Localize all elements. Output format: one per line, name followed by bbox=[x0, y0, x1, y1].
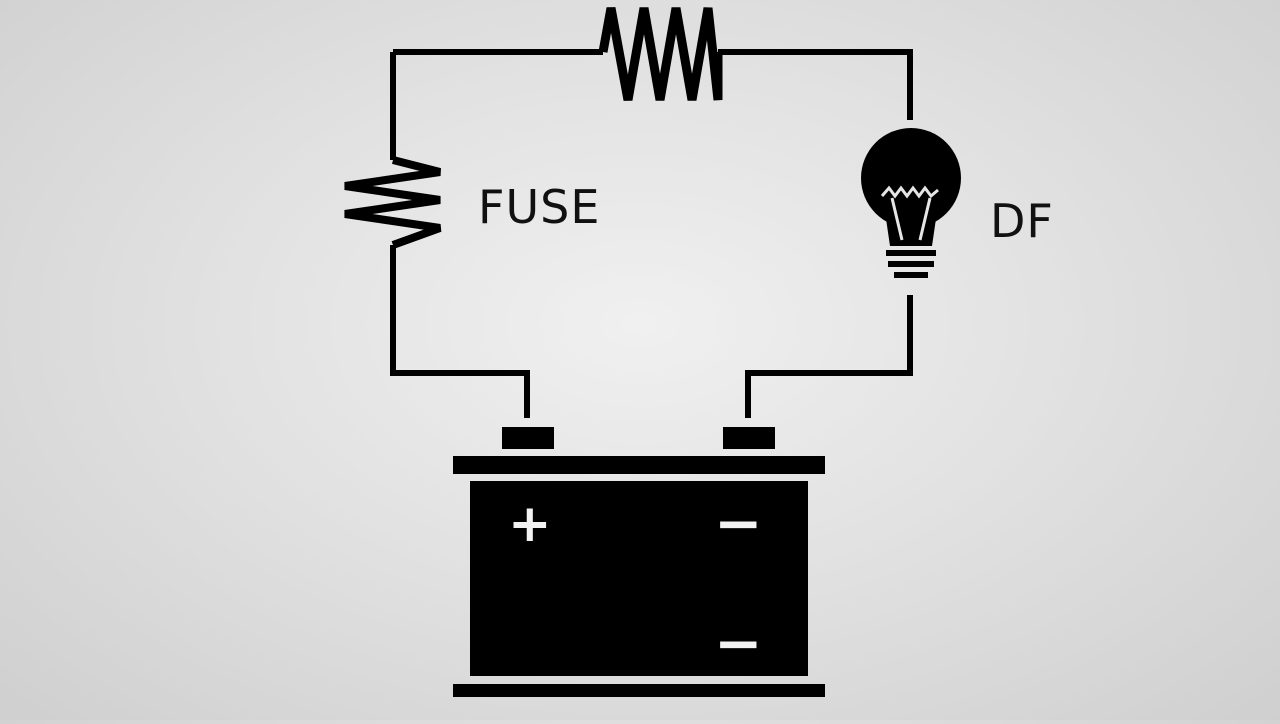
negative-terminal bbox=[723, 427, 775, 449]
battery-positive-sign: + bbox=[508, 494, 552, 554]
battery-top-band bbox=[453, 456, 825, 474]
wire-left-lower bbox=[390, 245, 530, 418]
resistor-icon bbox=[598, 7, 723, 101]
positive-terminal bbox=[502, 427, 554, 449]
wire-right-lower bbox=[745, 295, 913, 418]
battery-icon bbox=[453, 427, 825, 697]
wire-top-right bbox=[718, 49, 913, 120]
battery-negative-sign-lower: − bbox=[714, 609, 763, 677]
battery-body bbox=[470, 481, 808, 676]
device-label: DF bbox=[990, 194, 1054, 248]
light-bulb-icon bbox=[861, 128, 961, 278]
fuse-resistor-icon bbox=[344, 156, 442, 249]
battery-negative-sign: − bbox=[714, 489, 763, 557]
battery-bottom-band bbox=[453, 684, 825, 697]
fuse-label: FUSE bbox=[478, 180, 601, 234]
